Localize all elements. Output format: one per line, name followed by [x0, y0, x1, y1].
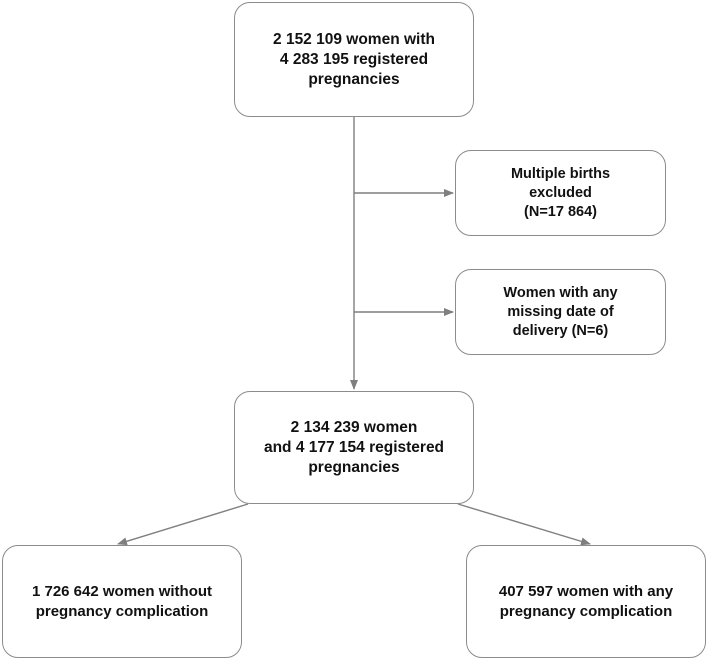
missing-delivery-date-exclusion-box: Women with any missing date of delivery … — [455, 269, 666, 355]
study-population-text: 2 134 239 women and 4 177 154 registered… — [264, 418, 444, 478]
box-line: and 4 177 154 registered — [263, 438, 445, 456]
left-branch-arrow — [117, 503, 249, 546]
box-line: excluded — [529, 184, 592, 201]
box-line: 2 134 239 women — [290, 418, 418, 436]
box-line: pregnancy complication — [35, 602, 209, 620]
box-line: 4 283 195 registered — [279, 50, 429, 68]
right-branch-arrow — [457, 503, 591, 546]
box-line: 407 597 women with any — [498, 582, 674, 600]
box-line: Women with any — [503, 284, 618, 301]
box-line: Multiple births — [510, 165, 611, 182]
box-line: pregnancy complication — [499, 602, 673, 620]
box-line: 2 152 109 women with — [273, 30, 435, 48]
total-cohort-text: 2 152 109 women with 4 283 195 registere… — [273, 30, 435, 90]
box-line: missing date of — [507, 303, 614, 320]
total-cohort-box: 2 152 109 women with 4 283 195 registere… — [234, 2, 474, 117]
box-line: delivery (N=6) — [512, 322, 609, 339]
box-line: pregnancies — [308, 458, 400, 476]
box-line: 1 726 642 women without — [31, 582, 213, 600]
box-line: (N=17 864) — [524, 203, 597, 220]
multiple-births-exclusion-text: Multiple births excluded (N=17 864) — [511, 165, 610, 222]
box-line: pregnancies — [308, 70, 400, 88]
any-complication-box: 407 597 women with any pregnancy complic… — [466, 545, 706, 658]
any-complication-text: 407 597 women with any pregnancy complic… — [499, 582, 673, 622]
no-complication-text: 1 726 642 women without pregnancy compli… — [32, 582, 212, 622]
study-population-box: 2 134 239 women and 4 177 154 registered… — [234, 391, 474, 504]
multiple-births-exclusion-box: Multiple births excluded (N=17 864) — [455, 150, 666, 236]
no-complication-box: 1 726 642 women without pregnancy compli… — [2, 545, 242, 658]
missing-delivery-date-exclusion-text: Women with any missing date of delivery … — [503, 284, 617, 341]
